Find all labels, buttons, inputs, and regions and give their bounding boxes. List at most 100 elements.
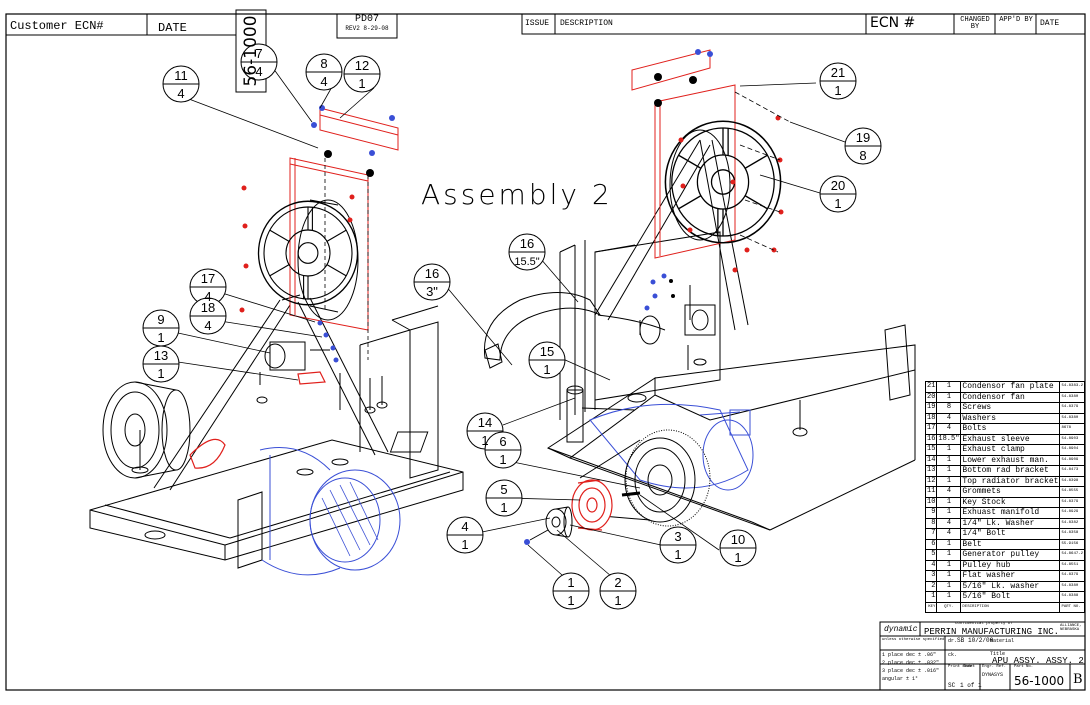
bom-description: 5/16" Lk. washer <box>960 580 1061 592</box>
bom-description: Generator pulley <box>960 549 1061 561</box>
part-label: Part No. <box>1014 665 1034 669</box>
dr-value: SB <box>957 637 965 644</box>
balloon-11-qty: 4 <box>177 86 184 101</box>
bom-part-no: 54-8388 <box>1059 591 1086 603</box>
balloon-1-qty: 1 <box>567 593 574 608</box>
customer-ecn-label: Customer ECN# <box>10 19 104 33</box>
left-bottom-bracket <box>297 371 326 385</box>
belt-pulley <box>579 429 711 527</box>
bom-key: 1 <box>924 591 938 603</box>
left-manifold <box>256 341 388 414</box>
bom-description: Top radiator bracket <box>960 475 1061 487</box>
bom-description: Lower exhaust man. <box>960 454 1061 466</box>
balloon-15-num: 15 <box>540 344 554 359</box>
balloon-8-qty: 4 <box>320 74 327 89</box>
tolerance-note: unless otherwise specified <box>882 638 945 642</box>
balloon-17-num: 17 <box>201 271 215 286</box>
bom-header-key: KEY <box>924 601 938 613</box>
balloon-19-num: 19 <box>856 130 870 145</box>
bom-part-no: 54-8380 <box>1059 412 1086 424</box>
balloon-7-num: 7 <box>255 46 262 61</box>
bom-description: Bolts <box>960 423 1061 435</box>
sheet-value: 1 of 1 <box>960 682 982 689</box>
bom-key: 14 <box>924 454 938 466</box>
bom-key: 9 <box>924 507 938 519</box>
bom-key: 17 <box>924 423 938 435</box>
dr-date: 10/2/06 <box>968 637 994 644</box>
rev-code: PD07 <box>354 14 379 25</box>
balloon-10-qty: 1 <box>734 550 741 565</box>
left-top-bracket <box>319 107 399 151</box>
right-fan-plate <box>654 84 736 259</box>
bom-qty: 1 <box>936 538 962 550</box>
tolerance-1: 1 place dec ± .06" <box>882 652 937 658</box>
bom-qty: 1 <box>936 475 962 487</box>
balloon-15-qty: 1 <box>543 362 550 377</box>
bom-header-qty: QTY. <box>936 601 962 613</box>
bom-part-no: 54-8929 <box>1059 507 1086 519</box>
balloon-18-num: 18 <box>201 300 215 315</box>
balloon-16a-qty: 3" <box>426 284 438 299</box>
bom-description: Washers <box>960 412 1061 424</box>
bom-key: 19 <box>924 402 938 414</box>
tolerance-2: 2 place dec ± .032" <box>882 660 940 666</box>
material-label: Material <box>990 638 1015 644</box>
bom-description: Bottom rad bracket <box>960 465 1061 477</box>
bom-description: Pulley hub <box>960 559 1061 571</box>
right-generator <box>589 403 754 491</box>
changed-by-label: CHANGED BY <box>960 16 990 31</box>
bom-key: 5 <box>924 549 938 561</box>
bom-key: 18 <box>924 412 938 424</box>
bom-description: 1/4" Bolt <box>960 528 1061 540</box>
bom-qty: 1 <box>936 570 962 582</box>
bom-qty: 4 <box>936 412 962 424</box>
bom-part-no: 54-8379 <box>1059 496 1086 508</box>
bom-qty: 4 <box>936 486 962 498</box>
balloon-4-qty: 1 <box>461 537 468 552</box>
left-generator-red <box>189 438 226 469</box>
bom-key: 4 <box>924 559 938 571</box>
left-fan-ring <box>297 199 359 321</box>
bom-key: 11 <box>924 486 938 498</box>
confidential-text: confidential property of <box>955 622 1013 626</box>
bom-description: Belt <box>960 538 1061 550</box>
header-right-date-label: DATE <box>1040 19 1060 28</box>
bom-qty: 1 <box>936 444 962 456</box>
bom-qty: 1 <box>936 381 962 393</box>
bom-qty: 1 <box>936 391 962 403</box>
balloon-19-qty: 8 <box>859 148 866 163</box>
balloon-13-qty: 1 <box>157 366 164 381</box>
right-top-bracket <box>631 49 711 91</box>
print-code: SC <box>948 682 956 689</box>
bom-qty: 18.5" <box>936 433 962 445</box>
bom-description: Exhuast manifold <box>960 507 1061 519</box>
balloon-20-qty: 1 <box>834 196 841 211</box>
balloon-14-num: 14 <box>478 415 492 430</box>
company-location: ALLIANCE, NEBRASKA <box>1060 624 1082 632</box>
balloon-16a-num: 16 <box>425 266 439 281</box>
pulley-hub <box>529 506 573 541</box>
bom-key: 7 <box>924 528 938 540</box>
bom-description: 1/4" Lk. Washer <box>960 517 1061 529</box>
drawing-number-vertical: 56-1000 <box>236 10 266 92</box>
ck-label: ck. <box>948 652 958 658</box>
bom-key: 6 <box>924 538 938 550</box>
balloon-5-num: 5 <box>500 482 507 497</box>
bom-part-no: 54-8358 <box>1059 528 1086 540</box>
